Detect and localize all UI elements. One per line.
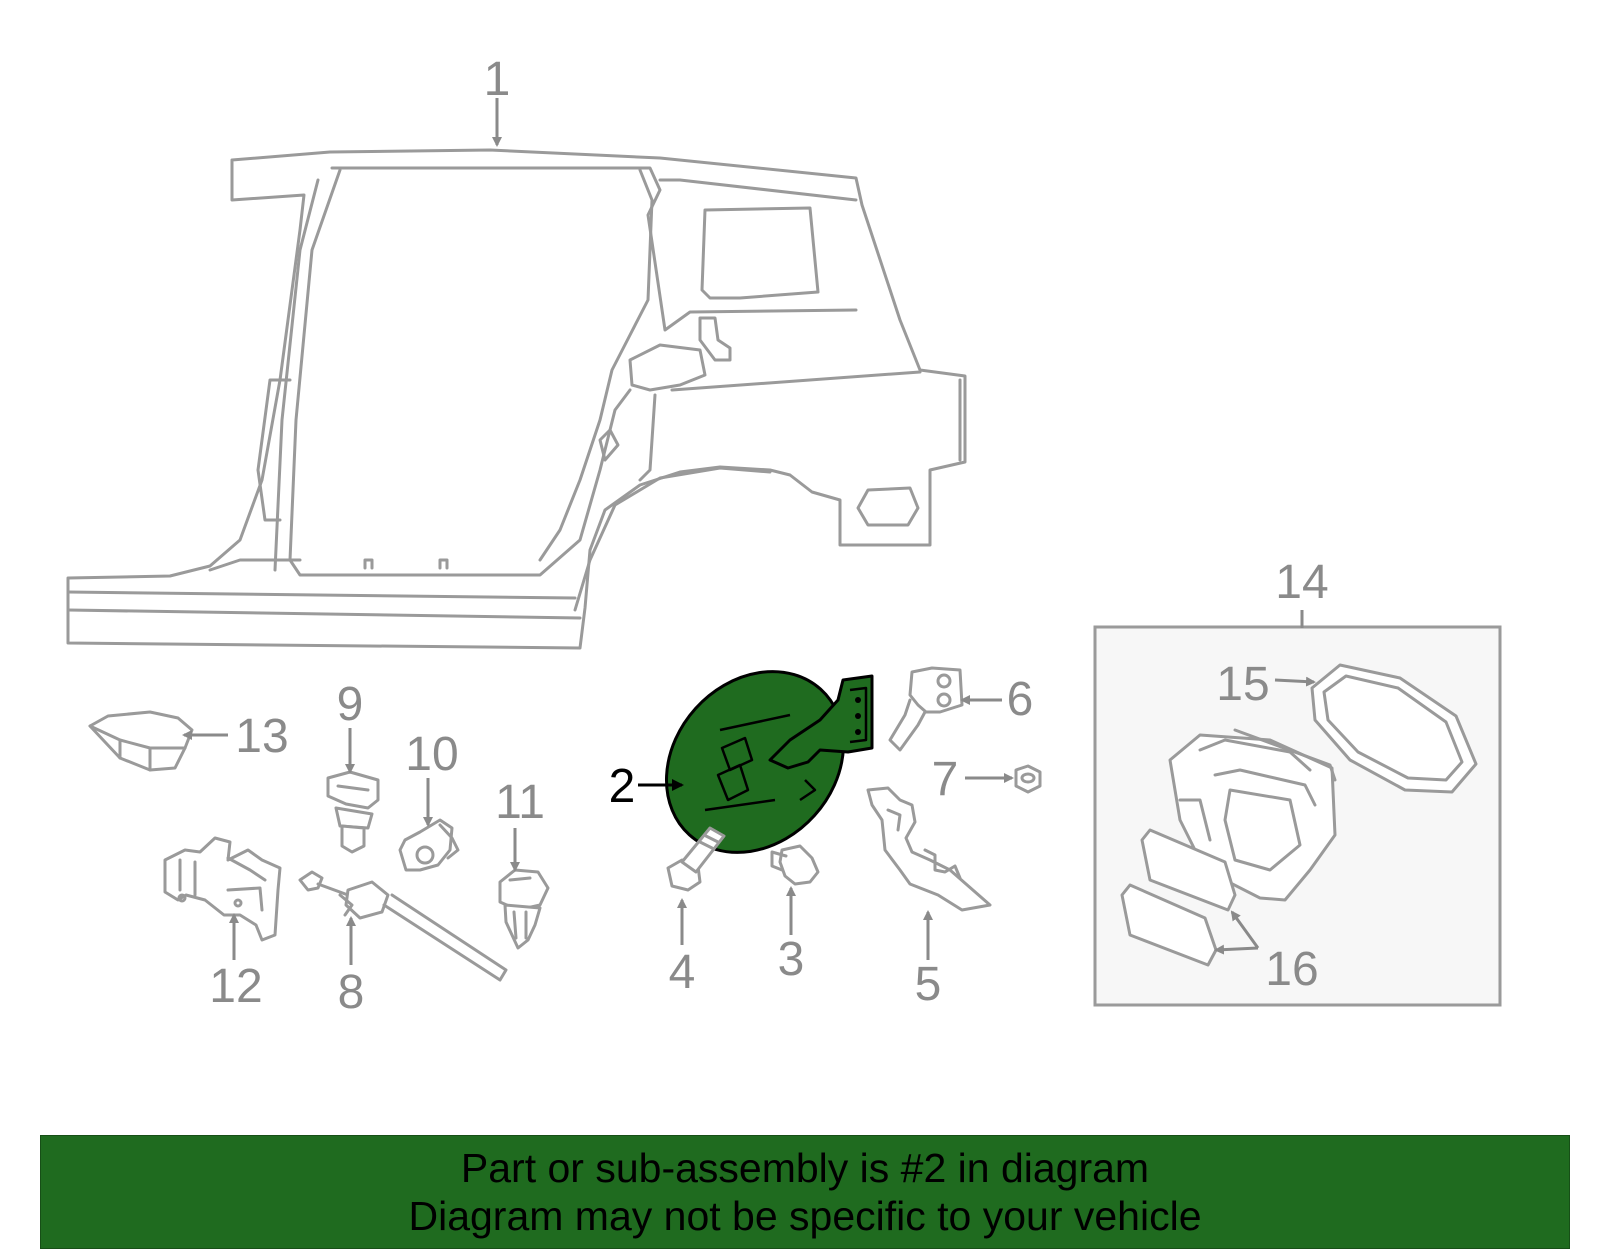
info-banner: Part or sub-assembly is #2 in diagram Di… xyxy=(40,1135,1570,1249)
part-8-release-cable xyxy=(298,870,508,982)
part-13-cap xyxy=(88,710,194,772)
callout-2: 2 xyxy=(609,760,636,813)
part-10-clip xyxy=(398,818,460,872)
part-7-nut xyxy=(1014,764,1042,794)
callout-5: 5 xyxy=(915,958,942,1011)
callout-11: 11 xyxy=(495,776,545,829)
banner-line-disclaimer: Diagram may not be specific to your vehi… xyxy=(408,1193,1202,1239)
callout-6: 6 xyxy=(1007,673,1034,726)
part-11-push-clip xyxy=(498,868,550,950)
callout-12: 12 xyxy=(209,960,262,1013)
banner-line-part-number: Part or sub-assembly is #2 in diagram xyxy=(460,1145,1150,1191)
callout-10: 10 xyxy=(405,728,458,781)
callout-1: 1 xyxy=(484,53,511,106)
callout-13: 13 xyxy=(235,710,288,763)
part-5-bracket xyxy=(866,786,992,912)
callout-4: 4 xyxy=(669,946,696,999)
callout-9: 9 xyxy=(337,678,364,731)
part-14-kit-box xyxy=(1093,625,1502,1007)
part-12-bracket xyxy=(163,836,282,942)
part-4-bolt xyxy=(666,826,726,892)
callout-16: 16 xyxy=(1265,943,1318,996)
callout-7: 7 xyxy=(932,753,959,806)
arrow-16a xyxy=(1230,910,1260,949)
callout-labels: 1 2 3 4 5 6 7 8 9 10 11 12 13 14 15 16 xyxy=(209,53,1328,1019)
part-2-fuel-door xyxy=(664,670,874,854)
arrow-15 xyxy=(1274,676,1316,687)
callout-8: 8 xyxy=(338,966,365,1019)
arrow-16b xyxy=(1214,944,1259,955)
part-3-grommet xyxy=(770,844,820,886)
callout-arrows xyxy=(182,98,1316,965)
callout-3: 3 xyxy=(778,933,805,986)
part-9-clip xyxy=(326,770,380,854)
callout-15: 15 xyxy=(1216,658,1269,711)
callout-14: 14 xyxy=(1275,556,1328,609)
part-1-body-side-panel xyxy=(66,148,967,650)
part-6-hinge xyxy=(888,666,964,752)
